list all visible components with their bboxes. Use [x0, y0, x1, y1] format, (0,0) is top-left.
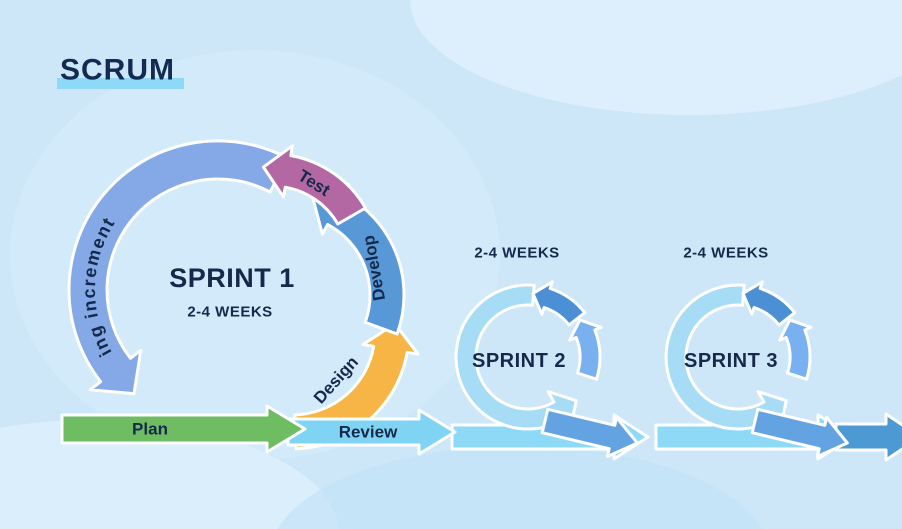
sprint1-cycle: [60, 139, 457, 456]
sprint2-chevron-1: [568, 318, 603, 381]
sprint1-weeks: 2-4 WEEKS: [187, 304, 272, 321]
deploy-arc: [67, 139, 290, 396]
plan-arrow: [60, 404, 307, 454]
review-step-label: Review: [339, 423, 398, 442]
sprint2-chevron-2: [531, 280, 587, 327]
background-blob: [277, 446, 763, 529]
sprint2-name: SPRINT 2: [472, 350, 566, 372]
review-arrow: [286, 408, 457, 456]
background-blob: [0, 420, 340, 529]
sprint3-name: SPRINT 3: [684, 350, 778, 372]
sprint3-chevron-2: [741, 280, 797, 327]
sprint1-name: SPRINT 1: [169, 263, 295, 293]
sprint2-exit-arrow: [540, 407, 639, 458]
sprint3-exit-arrow: [750, 407, 849, 458]
plan-step-label: Plan: [132, 420, 168, 439]
background-blob: [410, 0, 902, 115]
page-title: SCRUM: [60, 54, 175, 87]
sprint3-chevron-1: [778, 318, 813, 381]
timeline-arrow-3: [834, 412, 902, 462]
sprint3-weeks: 2-4 WEEKS: [683, 245, 768, 262]
test-arrow: [261, 144, 367, 226]
title-group: SCRUM: [57, 54, 184, 89]
sprint3-cycle: [664, 280, 849, 458]
sprint2-cycle: [454, 280, 639, 458]
title-underline: [57, 78, 184, 89]
sprint2-weeks: 2-4 WEEKS: [474, 245, 559, 262]
